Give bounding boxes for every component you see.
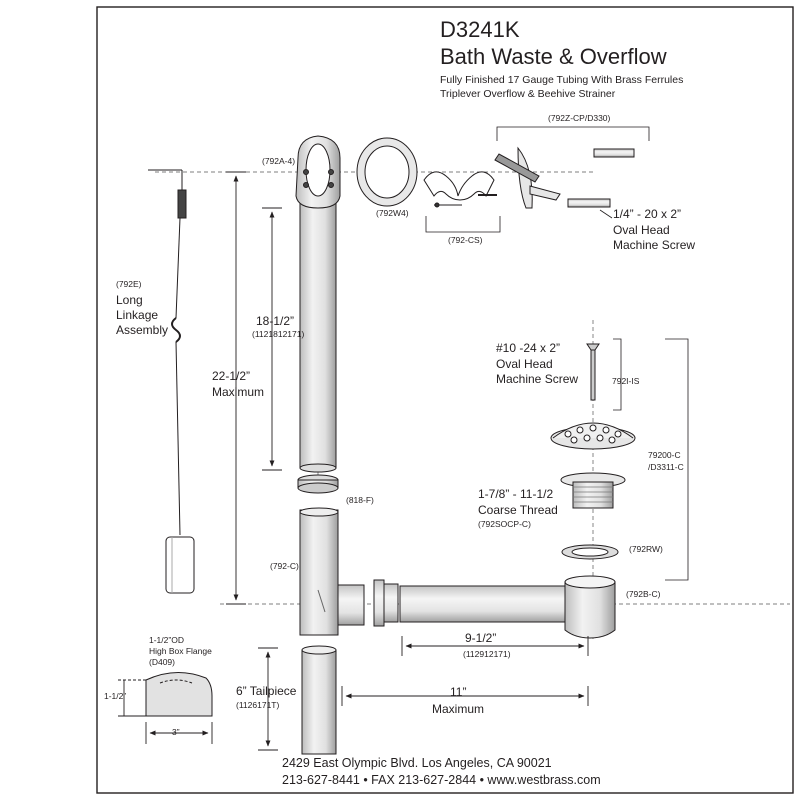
bracket-792cs: [425, 216, 501, 233]
part-792zcp: (792Z-CP/D330): [548, 113, 611, 123]
product-title: Bath Waste & Overflow: [440, 44, 667, 69]
waste-tee: [299, 507, 365, 636]
screw-label-1: Oval Head: [613, 223, 670, 237]
flange-label-1: 1-1/2”OD: [149, 635, 184, 645]
dim-22-label: 22-1/2”: [212, 369, 251, 383]
part-792socp: (792SOCP-C): [478, 519, 531, 529]
overflow-elbow: [295, 135, 341, 473]
dim-112-label: 1-1/2”: [104, 691, 127, 701]
linkage-label-3: Assembly: [116, 323, 169, 337]
part-792bc: (792B-C): [626, 589, 661, 599]
part-792rw: (792RW): [629, 544, 663, 554]
dim-11-label: 11”: [450, 685, 467, 699]
linkage-label-2: Linkage: [116, 308, 159, 322]
part-79200c-1: 79200-C: [648, 450, 681, 460]
dim-11-sub: Maximum: [432, 702, 485, 716]
screw-label-2: Machine Screw: [613, 238, 696, 252]
part-792w4: (792W4): [376, 208, 409, 218]
tailpiece-label: 6” Tailpiece: [236, 684, 297, 698]
friction-washer: [297, 474, 339, 494]
dim-9-partno: (112912171): [463, 649, 511, 659]
screw10-label-3: Machine Screw: [496, 372, 579, 386]
slip-nut-pair: [373, 579, 399, 627]
tailpiece-partno: (1126171T): [236, 700, 280, 710]
thread-label-1: 1-7/8” - 11-1/2: [478, 487, 554, 501]
dimension-lines: [118, 171, 589, 751]
beehive-strainer: [550, 422, 636, 450]
part-792iis: 792I-IS: [612, 376, 640, 386]
linkage-label-1: Long: [116, 293, 143, 307]
part-792e: (792E): [116, 279, 142, 289]
bracket-79200c: [665, 338, 689, 581]
part-792a4: (792A-4): [262, 156, 296, 166]
page-border: [96, 6, 794, 794]
description-line-1: Fully Finished 17 Gauge Tubing With Bras…: [440, 74, 684, 86]
tailpiece: [301, 645, 337, 755]
flange-label-3: (D409): [149, 657, 175, 667]
part-792cs: (792-CS): [448, 235, 483, 245]
footer-contact: 213-627-8441 • FAX 213-627-2844 • www.we…: [282, 773, 601, 787]
dim-9-label: 9-1/2”: [465, 631, 497, 645]
dim-18-label: 18-1/2”: [256, 314, 295, 328]
overflow-gasket: [356, 137, 418, 207]
dim-22-sub: Maximum: [212, 385, 265, 399]
strainer-body: [560, 472, 626, 509]
part-792c: (792-C): [270, 561, 299, 571]
bracket-792z: [496, 126, 650, 141]
part-818f: (818-F): [346, 495, 374, 505]
overflow-clip: [423, 171, 497, 208]
screw-size-label: 1/4” - 20 x 2”: [613, 207, 682, 221]
drain-shoe: [399, 575, 616, 639]
bracket-792iis: [613, 338, 622, 411]
description-line-2: Triplever Overflow & Beehive Strainer: [440, 88, 616, 100]
footer-address: 2429 East Olympic Blvd. Los Angeles, CA …: [282, 756, 552, 770]
thread-label-2: Coarse Thread: [478, 503, 558, 517]
screw10-label-2: Oval Head: [496, 357, 553, 371]
triplever-plate: [494, 146, 635, 209]
strainer-screw: [586, 343, 600, 401]
rubber-washer: [561, 544, 619, 560]
flange-label-2: High Box Flange: [149, 646, 212, 656]
linkage-assembly: [148, 169, 195, 594]
box-flange: [145, 672, 213, 717]
part-79200c-2: /D3311-C: [648, 462, 684, 472]
screw10-label-1: #10 -24 x 2”: [496, 341, 561, 355]
dim-18-partno: (1121812171): [252, 329, 305, 339]
dim-3-label: 3”: [172, 727, 180, 737]
model-number: D3241K: [440, 17, 520, 42]
